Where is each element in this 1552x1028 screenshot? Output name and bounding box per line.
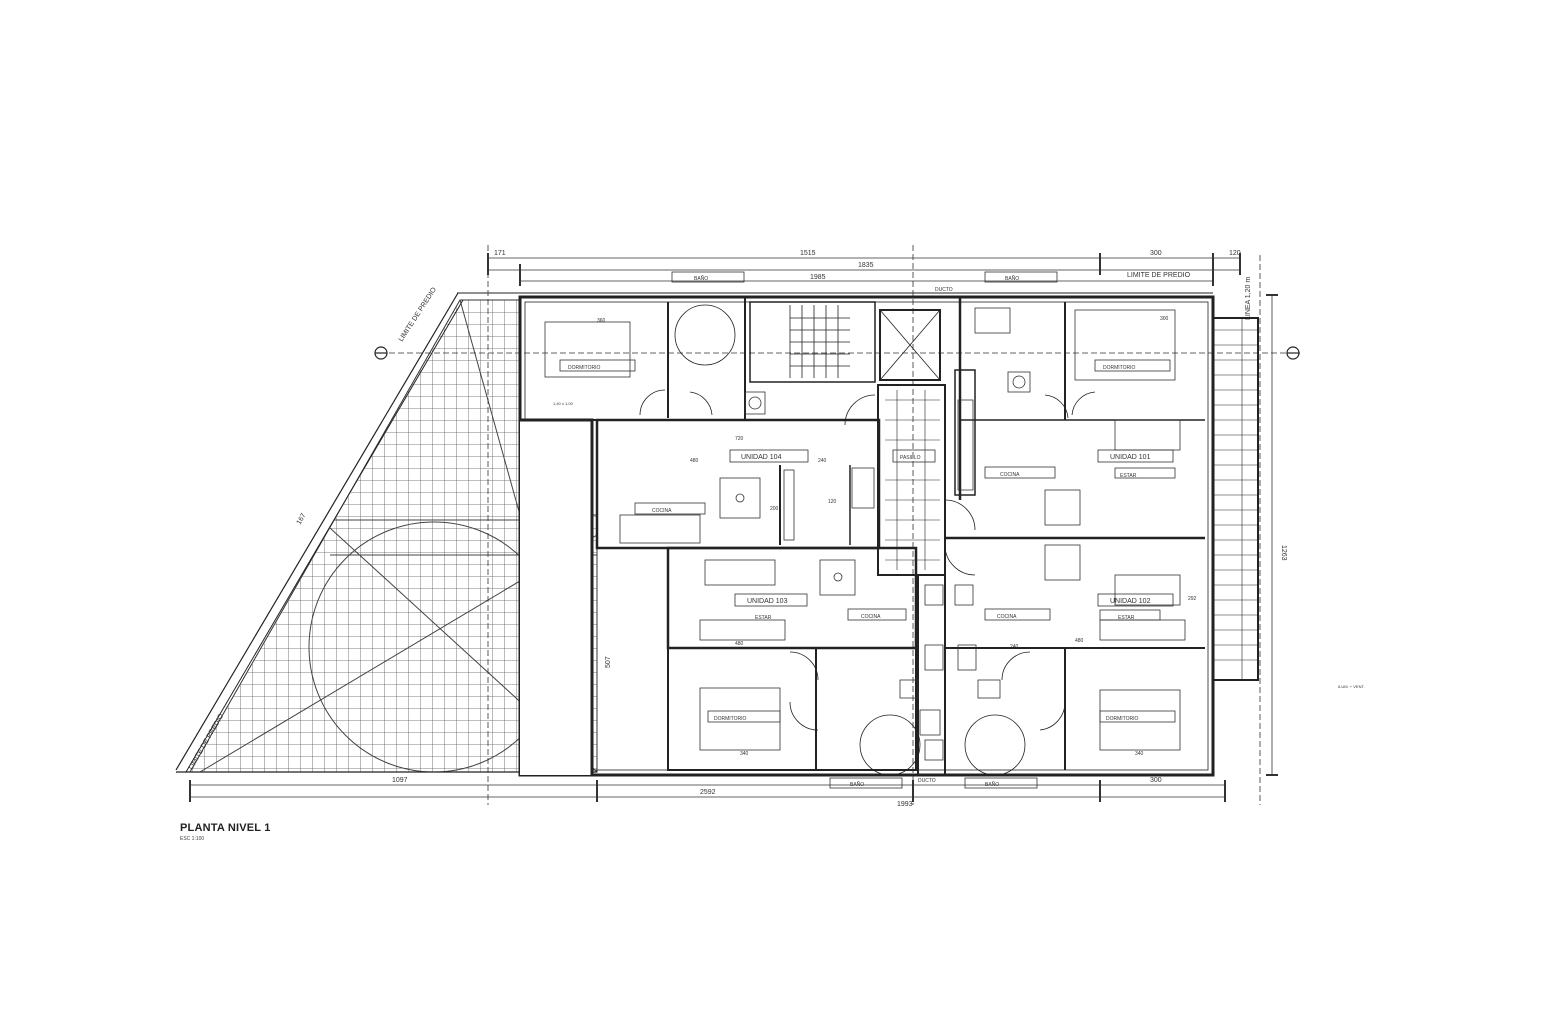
dim-top-total-upper: 1835 [858, 262, 874, 269]
dim-diagonal-side: 167 [296, 512, 308, 526]
dim-bottom-middle: 2592 [700, 789, 716, 796]
interior-dimension: 240 [818, 458, 827, 464]
dim-top-right: 300 [1150, 250, 1162, 257]
room-label-bano-3: BAÑO [850, 781, 864, 788]
room-label-ducto-1: DUCTO [935, 287, 953, 293]
building-walls [518, 295, 1259, 777]
room-label-dormitorio-4: DORMITORIO [1106, 716, 1139, 722]
room-label-estar-1: ESTAR [1120, 473, 1137, 479]
dim-top-total-lower: 1985 [810, 274, 826, 281]
room-label-bano-1: BAÑO [694, 275, 708, 282]
dim-top-main: 1515 [800, 250, 816, 257]
interior-dimension: 720 [735, 436, 744, 442]
boundary-label-left-top: LIMITE DE PREDIO [398, 286, 438, 343]
drawing-title: PLANTA NIVEL 1 [180, 822, 271, 834]
room-label-cocina-1: COCINA [652, 508, 672, 514]
interior-dimension: 292 [1188, 596, 1197, 602]
dim-inner-court: 507 [605, 656, 612, 668]
dim-bottom-right: 300 [1150, 777, 1162, 784]
interior-dimension: 120 [828, 499, 837, 505]
room-label-cocina-4: COCINA [997, 614, 1017, 620]
interior-dimension: 200 [770, 506, 779, 512]
interior-dimension: 480 [735, 641, 744, 647]
label-boxes [559, 271, 1176, 789]
interior-dimension: 360 [597, 318, 606, 324]
dim-bottom-total: 1993 [897, 801, 913, 808]
dimension-lines [189, 245, 1300, 805]
drawing-title-block: PLANTA NIVEL 1 ESC 1:100 [180, 822, 271, 842]
patio-grid [175, 292, 1213, 773]
interior-dimension: 480 [690, 458, 699, 464]
room-label-dormitorio-1: DORMITORIO [568, 365, 601, 371]
interior-dimension: 340 [1135, 751, 1144, 757]
room-label-bano-4: BAÑO [985, 781, 999, 788]
dim-top-left-offset: 171 [494, 250, 506, 257]
interior-dimension: 480 [1075, 638, 1084, 644]
unit-102-label: UNIDAD 102 [1110, 598, 1151, 605]
dim-bottom-left: 1097 [392, 777, 408, 784]
room-label-estar-2: ESTAR [1118, 615, 1135, 621]
window-note: 1,40 x 1,00 [553, 401, 574, 406]
room-label-ducto-2: DUCTO [918, 778, 936, 784]
unit-104-label: UNIDAD 104 [741, 454, 782, 461]
boundary-label-right-edge: LINEA 1,20 m [1245, 277, 1252, 320]
room-label-pasillo: PASILLO [900, 455, 921, 461]
interior-dimension: 240 [1010, 644, 1019, 650]
drawing-scale: ESC 1:100 [180, 836, 205, 842]
axis-markers [374, 346, 1300, 360]
unit-101-label: UNIDAD 101 [1110, 454, 1151, 461]
room-label-cocina-3: COCINA [861, 614, 881, 620]
room-label-bano-2: BAÑO [1005, 275, 1019, 282]
dim-top-far-right: 120 [1229, 250, 1241, 257]
dim-right-height: 1263 [1280, 545, 1287, 561]
room-label-dormitorio-3: DORMITORIO [714, 716, 747, 722]
room-label-estar-3: ESTAR [755, 615, 772, 621]
side-note: ILUM. + VENT. [1338, 684, 1365, 689]
furniture [544, 307, 1186, 761]
room-label-dormitorio-2: DORMITORIO [1103, 365, 1136, 371]
interior-dimension: 300 [1160, 316, 1169, 322]
room-label-cocina-2: COCINA [1000, 472, 1020, 478]
interior-dimension: 340 [740, 751, 749, 757]
boundary-label-top-right: LIMITE DE PREDIO [1127, 272, 1191, 279]
unit-103-label: UNIDAD 103 [747, 598, 788, 605]
